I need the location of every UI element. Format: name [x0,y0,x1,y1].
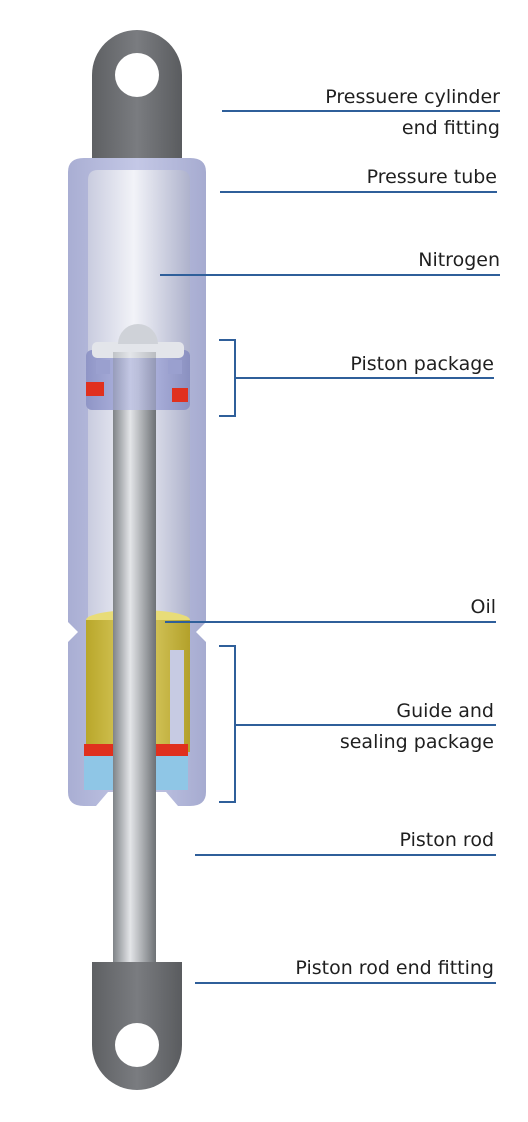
guide-seal-right [156,744,188,756]
label-end-fitting-line1: Pressuere cylinder [325,86,500,108]
top-end-fitting [92,30,182,158]
label-oil: Oil [470,596,496,618]
label-end-fitting-line2: end fitting [402,117,500,139]
piston-seal-left [86,382,104,396]
label-guide-seal-line1: Guide and [396,700,494,722]
label-pressure-tube: Pressure tube [367,166,497,188]
guide-bushing-left [84,756,114,790]
guide-seal-left [84,744,114,756]
label-rod-end-fitting: Piston rod end fitting [295,957,494,979]
guide-sealing-package [84,744,188,790]
rod-end-fitting [92,962,182,1090]
guide-bushing-right [156,756,188,790]
bottom-eye-hole [115,1023,159,1067]
piston-package-bracket [219,339,236,417]
label-guide-seal-line2: sealing package [340,731,494,753]
label-nitrogen: Nitrogen [418,249,500,271]
top-eye-hole [115,53,159,97]
piston-rod [113,345,156,975]
piston-seal-right [172,388,188,402]
guide-seal-bracket [219,645,236,803]
piston-package-shape [86,324,190,410]
label-piston-package: Piston package [350,353,494,375]
label-piston-rod: Piston rod [400,829,494,851]
